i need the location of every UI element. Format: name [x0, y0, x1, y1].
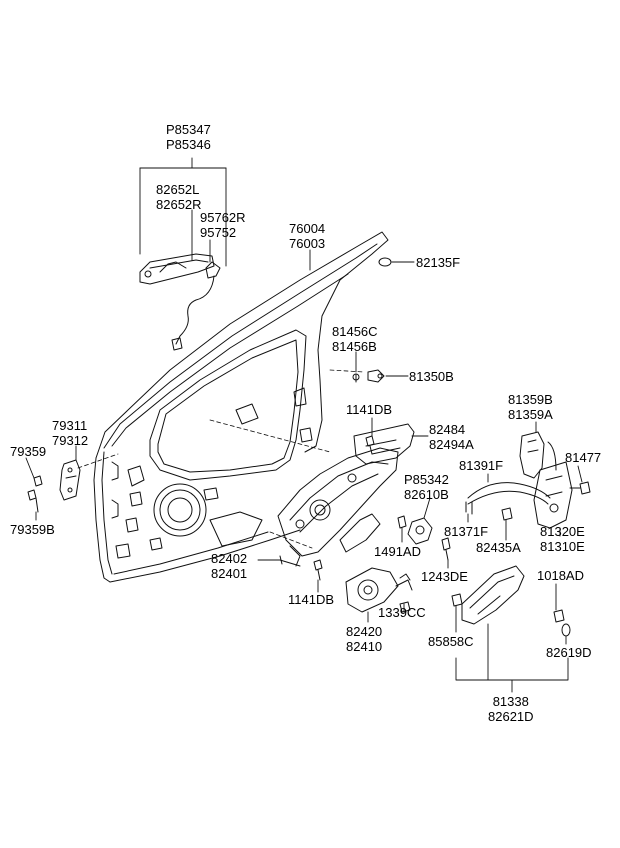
callout-line: 81477 — [565, 450, 602, 465]
nut-1339cc — [399, 601, 411, 613]
callout-line: 81359B — [508, 392, 553, 407]
callout-line: 81320E — [540, 524, 585, 539]
leader-lines — [25, 157, 583, 693]
callout-81456c: 81456C 81456B — [332, 324, 378, 354]
callout-82135f: 82135F — [416, 255, 460, 270]
callout-1018ad: 1018AD — [537, 568, 584, 583]
callout-82619d: 82619D — [546, 645, 592, 660]
reference-lines — [77, 369, 365, 549]
switch-bracket — [353, 423, 415, 465]
callout-line: 1243DE — [421, 569, 468, 584]
callout-81477: 81477 — [565, 450, 601, 465]
callout-line: 82401 — [211, 566, 248, 581]
callout-line: 76004 — [289, 221, 326, 236]
callout-line: 81371F — [444, 524, 489, 539]
callout-line: 1141DB — [288, 592, 335, 607]
callout-line: 82420 — [346, 624, 383, 639]
callout-line: 82619D — [546, 645, 592, 660]
callout-1141db-bottom: 1141DB — [288, 592, 334, 607]
callout-line: 81359A — [508, 407, 553, 422]
callout-1491ad: 1491AD — [374, 544, 421, 559]
callout-82484: 82484 82494A — [429, 422, 474, 452]
actuator-wire — [171, 261, 221, 351]
callout-line: 79311 — [52, 418, 88, 433]
callout-line: 1141DB — [346, 402, 393, 417]
callout-line: 95762R — [200, 210, 246, 225]
callout-line: 85858C — [428, 634, 474, 649]
door-panel — [93, 231, 389, 583]
callout-79359b: 79359B — [10, 522, 55, 537]
callout-76004: 76004 76003 — [289, 221, 325, 251]
callout-81359b: 81359B 81359A — [508, 392, 553, 422]
callout-81371f: 81371F — [444, 524, 488, 539]
callout-line: 81456C — [332, 324, 378, 339]
callout-line: 82402 — [211, 551, 248, 566]
callout-line: 79359 — [10, 444, 47, 459]
callout-line: 81391F — [459, 458, 504, 473]
callout-line: 79359B — [10, 522, 55, 537]
callout-82652l: 82652L 82652R — [156, 182, 202, 212]
callout-line: 82410 — [346, 639, 383, 654]
callout-line: 82621D — [488, 709, 534, 724]
callout-line: 82610B — [404, 487, 449, 502]
callout-79311: 79311 79312 — [52, 418, 88, 448]
inside-handle — [451, 565, 571, 637]
callout-line: 95752 — [200, 225, 237, 240]
callout-p85342: P85342 82610B — [404, 472, 449, 502]
callout-line: 81310E — [540, 539, 585, 554]
lock-cables — [465, 482, 551, 515]
callout-1339cc: 1339CC — [378, 605, 426, 620]
callout-line: 82652R — [156, 197, 202, 212]
outside-handle — [139, 253, 215, 285]
window-regulator — [277, 447, 399, 567]
door-hinge — [27, 459, 81, 513]
callout-line: 82494A — [429, 437, 474, 452]
callout-line: 81350B — [409, 369, 454, 384]
callout-line: 1339CC — [378, 605, 426, 620]
callout-line: P85347 — [166, 122, 211, 137]
screws-1141db — [313, 435, 375, 581]
callout-1141db-top: 1141DB — [346, 402, 392, 417]
callout-p85347: P85347 P85346 — [166, 122, 211, 152]
callout-82435a: 82435A — [476, 540, 521, 555]
window-motor — [345, 567, 413, 613]
callout-81391f: 81391F — [459, 458, 503, 473]
callout-85858c: 85858C — [428, 634, 474, 649]
callout-line: 81456B — [332, 339, 377, 354]
callout-line: 82435A — [476, 540, 521, 555]
callout-95762r: 95762R 95752 — [200, 210, 246, 240]
callout-line: 79312 — [52, 433, 89, 448]
callout-line: 76003 — [289, 236, 326, 251]
clip-82435a — [501, 507, 513, 521]
callout-line: 82484 — [429, 422, 466, 437]
clip-82135f — [378, 257, 392, 267]
callout-line: P85342 — [404, 472, 449, 487]
callout-line: 1018AD — [537, 568, 584, 583]
callout-81338: 81338 82621D — [488, 694, 534, 724]
door-checker — [352, 369, 385, 383]
callout-line: P85346 — [166, 137, 211, 152]
callout-79359: 79359 — [10, 444, 46, 459]
callout-line: 1491AD — [374, 544, 421, 559]
callout-82402: 82402 82401 — [211, 551, 247, 581]
bolt-82402 — [279, 555, 301, 567]
callout-1243de: 1243DE — [421, 569, 468, 584]
callout-82420: 82420 82410 — [346, 624, 382, 654]
callout-line: 82135F — [416, 255, 461, 270]
door-latch — [519, 431, 591, 529]
callout-line: 82652L — [156, 182, 200, 197]
callout-81320e: 81320E 81310E — [540, 524, 585, 554]
callout-81350b: 81350B — [409, 369, 454, 384]
callout-line: 81338 — [492, 694, 529, 709]
